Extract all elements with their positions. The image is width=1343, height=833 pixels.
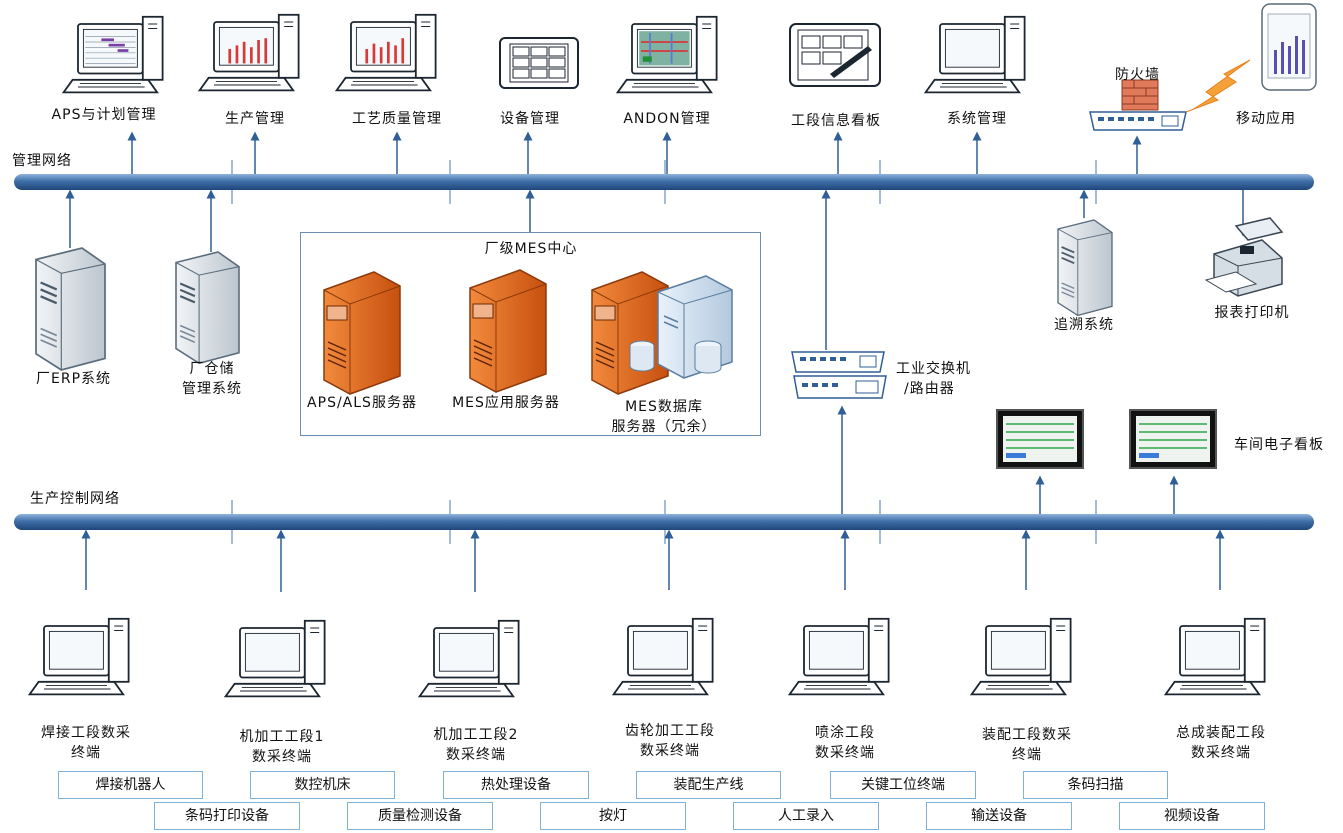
aps-server-label: APS/ALS服务器 xyxy=(307,395,417,411)
quality-chart-monitor-icon xyxy=(335,13,437,92)
device-tag-manual-entry: 人工录入 xyxy=(733,802,879,830)
mes-center-box xyxy=(300,232,761,436)
terminal-label-gear-1: 齿轮加工工段 xyxy=(625,723,715,739)
pen-tablet-icon xyxy=(789,23,881,87)
firewall-icon xyxy=(1121,79,1159,111)
terminal-label-welding-1: 焊接工段数采 xyxy=(41,725,131,741)
app-label-equipment: 设备管理 xyxy=(500,111,560,127)
kanban-board-1-icon xyxy=(996,409,1084,469)
switch-label-line2: /路由器 xyxy=(904,381,955,397)
terminal-label-machining2-1: 机加工工段2 xyxy=(433,727,519,743)
warehouse-label-line2: 管理系统 xyxy=(182,381,242,397)
warehouse-server-icon xyxy=(174,250,241,365)
production-network-label: 生产控制网络 xyxy=(30,491,120,507)
mes-app-server-label: MES应用服务器 xyxy=(452,395,560,411)
app-label-system: 系统管理 xyxy=(947,111,1007,127)
top-arrows xyxy=(65,131,1248,514)
bottom-arrows xyxy=(81,529,1225,592)
management-network-bus xyxy=(14,174,1314,190)
terminal-label-assembly-1: 装配工段数采 xyxy=(982,727,1072,743)
terminal-label-painting-1: 喷涂工段 xyxy=(815,725,875,741)
terminal-label-assembly-2: 终端 xyxy=(1012,747,1042,763)
trace-server-icon xyxy=(1057,219,1113,317)
terminal-label-gear-2: 数采终端 xyxy=(640,743,700,759)
mes-center-title: 厂级MES中心 xyxy=(484,241,578,257)
app-label-andon: ANDON管理 xyxy=(623,111,711,127)
mes-db-label-line2: 服务器（冗余） xyxy=(611,419,717,435)
device-tag-key-station: 关键工位终端 xyxy=(830,771,976,799)
erp-label: 厂ERP系统 xyxy=(36,371,112,387)
terminal-label-machining2-2: 数采终端 xyxy=(446,747,506,763)
terminal-machining2-icon xyxy=(418,619,520,698)
terminal-label-final-assembly-2: 数采终端 xyxy=(1191,745,1251,761)
firewall-label: 防火墙 xyxy=(1115,67,1160,83)
mobile-label: 移动应用 xyxy=(1236,111,1296,127)
device-tag-andon-light: 按灯 xyxy=(540,802,686,830)
wireless-signal-icon xyxy=(1185,59,1251,113)
app-label-production: 生产管理 xyxy=(225,111,285,127)
mobile-phone-icon xyxy=(1261,3,1317,91)
production-chart-monitor-icon xyxy=(198,13,300,92)
terminal-label-machining1-2: 数采终端 xyxy=(252,749,312,765)
kanban-label: 车间电子看板 xyxy=(1234,437,1324,453)
terminal-label-welding-2: 终端 xyxy=(71,745,101,761)
printer-label: 报表打印机 xyxy=(1214,305,1290,321)
terminal-painting-icon xyxy=(788,617,890,696)
andon-monitor-icon xyxy=(616,15,718,94)
device-tag-barcode-print: 条码打印设备 xyxy=(154,802,300,830)
device-tag-welding-robot: 焊接机器人 xyxy=(58,771,203,799)
app-label-quality: 工艺质量管理 xyxy=(352,111,442,127)
device-tag-video: 视频设备 xyxy=(1119,802,1265,830)
terminal-label-final-assembly-1: 总成装配工段 xyxy=(1176,725,1266,741)
equipment-tablet-icon xyxy=(499,37,579,89)
device-tag-assembly-line: 装配生产线 xyxy=(636,771,781,799)
device-tag-cnc: 数控机床 xyxy=(250,771,395,799)
terminal-label-painting-2: 数采终端 xyxy=(815,745,875,761)
report-printer-icon xyxy=(1204,217,1284,297)
app-label-kanban-info: 工段信息看板 xyxy=(791,113,881,129)
device-tag-heat-treatment: 热处理设备 xyxy=(443,771,589,799)
system-monitor-icon xyxy=(924,15,1026,94)
aps-monitor-icon xyxy=(62,15,164,94)
app-label-aps: APS与计划管理 xyxy=(51,107,157,123)
terminal-assembly-icon xyxy=(970,617,1072,696)
kanban-board-2-icon xyxy=(1129,409,1217,469)
device-tag-quality-inspect: 质量检测设备 xyxy=(347,802,493,830)
trace-label: 追溯系统 xyxy=(1054,317,1114,333)
firewall-router-icon xyxy=(1089,111,1187,131)
erp-server-icon xyxy=(34,246,107,372)
management-network-label: 管理网络 xyxy=(12,153,72,169)
terminal-machining1-icon xyxy=(224,619,326,698)
switch-label-line1: 工业交换机 xyxy=(896,361,971,377)
terminal-final-assembly-icon xyxy=(1164,617,1266,696)
mes-db-server-icon xyxy=(591,271,733,395)
device-tag-barcode-scan: 条码扫描 xyxy=(1023,771,1168,799)
terminal-welding-icon xyxy=(28,617,130,696)
device-tag-conveyor: 输送设备 xyxy=(926,802,1072,830)
industrial-switch-icon xyxy=(791,351,887,399)
mes-db-label-line1: MES数据库 xyxy=(625,399,703,415)
warehouse-label-line1: 厂仓储 xyxy=(189,361,235,377)
production-network-bus xyxy=(14,514,1314,530)
terminal-gear-icon xyxy=(612,617,714,696)
terminal-label-machining1-1: 机加工工段1 xyxy=(239,729,325,745)
